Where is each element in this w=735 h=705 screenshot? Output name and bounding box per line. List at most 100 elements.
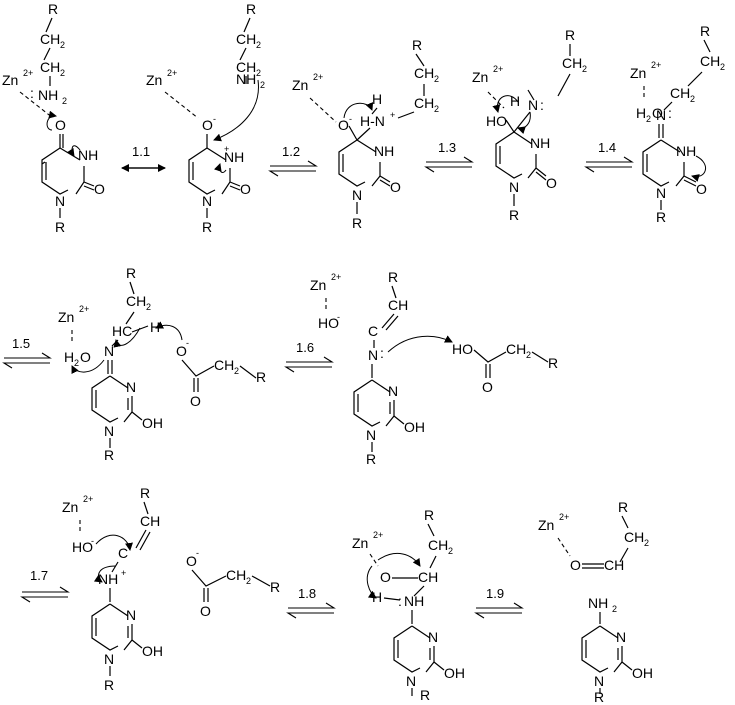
svg-text:N: N [388, 383, 398, 399]
step-1-9-arrow [476, 602, 524, 609]
svg-text:CH: CH [140, 513, 160, 529]
svg-text:2+: 2+ [79, 304, 89, 314]
svg-text:2: 2 [234, 366, 239, 376]
svg-text:2: 2 [60, 68, 65, 78]
svg-text:CH: CH [428, 537, 448, 553]
svg-text:R: R [55, 219, 65, 235]
svg-text:N: N [656, 107, 666, 123]
svg-text:O: O [240, 181, 251, 197]
svg-text:HO: HO [452, 341, 473, 357]
svg-text:O: O [80, 349, 91, 365]
svg-text:O: O [390, 179, 401, 195]
svg-text:R: R [565, 27, 575, 43]
step-1-4-label: 1.4 [598, 140, 616, 155]
svg-text:CH: CH [562, 55, 582, 71]
svg-text:CH: CH [604, 557, 624, 573]
svg-text:O: O [696, 181, 707, 197]
svg-text:+: + [121, 568, 126, 578]
svg-text:-: - [213, 114, 216, 124]
svg-text:2: 2 [612, 604, 617, 614]
svg-text:O: O [202, 117, 213, 133]
svg-text:2+: 2+ [651, 60, 661, 70]
svg-text:R: R [256, 369, 266, 385]
svg-text:2: 2 [644, 538, 649, 548]
svg-text:2: 2 [74, 358, 79, 368]
svg-text:OH: OH [142, 643, 163, 659]
svg-text::: : [398, 593, 402, 609]
svg-text:OH: OH [404, 419, 425, 435]
svg-text:CH: CH [40, 31, 60, 47]
svg-text:R: R [246, 1, 256, 17]
svg-text:N: N [104, 343, 114, 359]
svg-text:R: R [618, 499, 628, 515]
svg-text:H-N: H-N [360, 113, 385, 129]
svg-text:C: C [368, 323, 378, 339]
svg-text:-: - [186, 338, 189, 348]
svg-text:NH: NH [38, 87, 58, 103]
svg-text:R: R [126, 265, 136, 281]
svg-text:N: N [126, 607, 136, 623]
svg-text:O: O [200, 603, 211, 619]
svg-text:CH: CH [40, 59, 60, 75]
svg-text:2: 2 [260, 80, 265, 90]
step-1-6-label: 1.6 [296, 340, 314, 355]
svg-text:R: R [424, 507, 434, 523]
svg-text:Zn: Zn [62, 499, 78, 515]
svg-text:O: O [186, 553, 197, 569]
svg-text:NH: NH [530, 135, 550, 151]
svg-text:CH: CH [418, 569, 438, 585]
svg-text:C: C [118, 545, 128, 561]
svg-text:N: N [104, 423, 114, 439]
svg-text:2+: 2+ [167, 68, 177, 78]
svg-text:CH: CH [236, 59, 256, 75]
svg-text:CH: CH [700, 53, 720, 69]
svg-text:NH: NH [404, 593, 424, 609]
svg-text:N: N [126, 379, 136, 395]
step-1-2-label: 1.2 [282, 144, 300, 159]
svg-text:2: 2 [146, 302, 151, 312]
svg-text:R: R [656, 209, 666, 225]
svg-text:2: 2 [526, 350, 531, 360]
svg-text:O: O [482, 379, 493, 395]
step-1-5-label: 1.5 [12, 336, 30, 351]
svg-text:N: N [616, 629, 626, 645]
svg-text:2+: 2+ [331, 272, 341, 282]
svg-text:H: H [510, 93, 520, 109]
svg-text:2+: 2+ [373, 530, 383, 540]
svg-text:2: 2 [256, 40, 261, 50]
svg-text::: : [30, 85, 34, 101]
svg-text:O: O [380, 569, 391, 585]
svg-text:R: R [420, 687, 430, 703]
svg-text:N: N [594, 673, 604, 689]
svg-text:Zn: Zn [146, 72, 162, 88]
svg-text:2: 2 [582, 64, 587, 74]
svg-text:R: R [548, 355, 558, 371]
svg-text:OH: OH [142, 415, 163, 431]
step-1-9-label: 1.9 [486, 586, 504, 601]
svg-text:N: N [352, 187, 362, 203]
svg-text:Zn: Zn [472, 69, 488, 85]
svg-text:2+: 2+ [559, 512, 569, 522]
step-1-7-arrow [22, 586, 70, 593]
r-label: R [48, 1, 58, 17]
svg-text:H: H [372, 589, 382, 605]
svg-text:2: 2 [646, 114, 651, 124]
svg-text:Zn: Zn [352, 535, 368, 551]
svg-text:H: H [150, 319, 160, 335]
svg-text:N: N [366, 427, 376, 443]
svg-text::: : [668, 105, 672, 121]
step-1-4-arrow [586, 156, 634, 163]
svg-text:CH: CH [226, 567, 246, 583]
svg-text:CH: CH [214, 357, 234, 373]
svg-text:-: - [91, 536, 94, 546]
svg-text:Zn: Zn [292, 77, 308, 93]
svg-text:R: R [104, 677, 114, 693]
svg-text:OH: OH [632, 665, 653, 681]
svg-text:2: 2 [690, 94, 695, 104]
